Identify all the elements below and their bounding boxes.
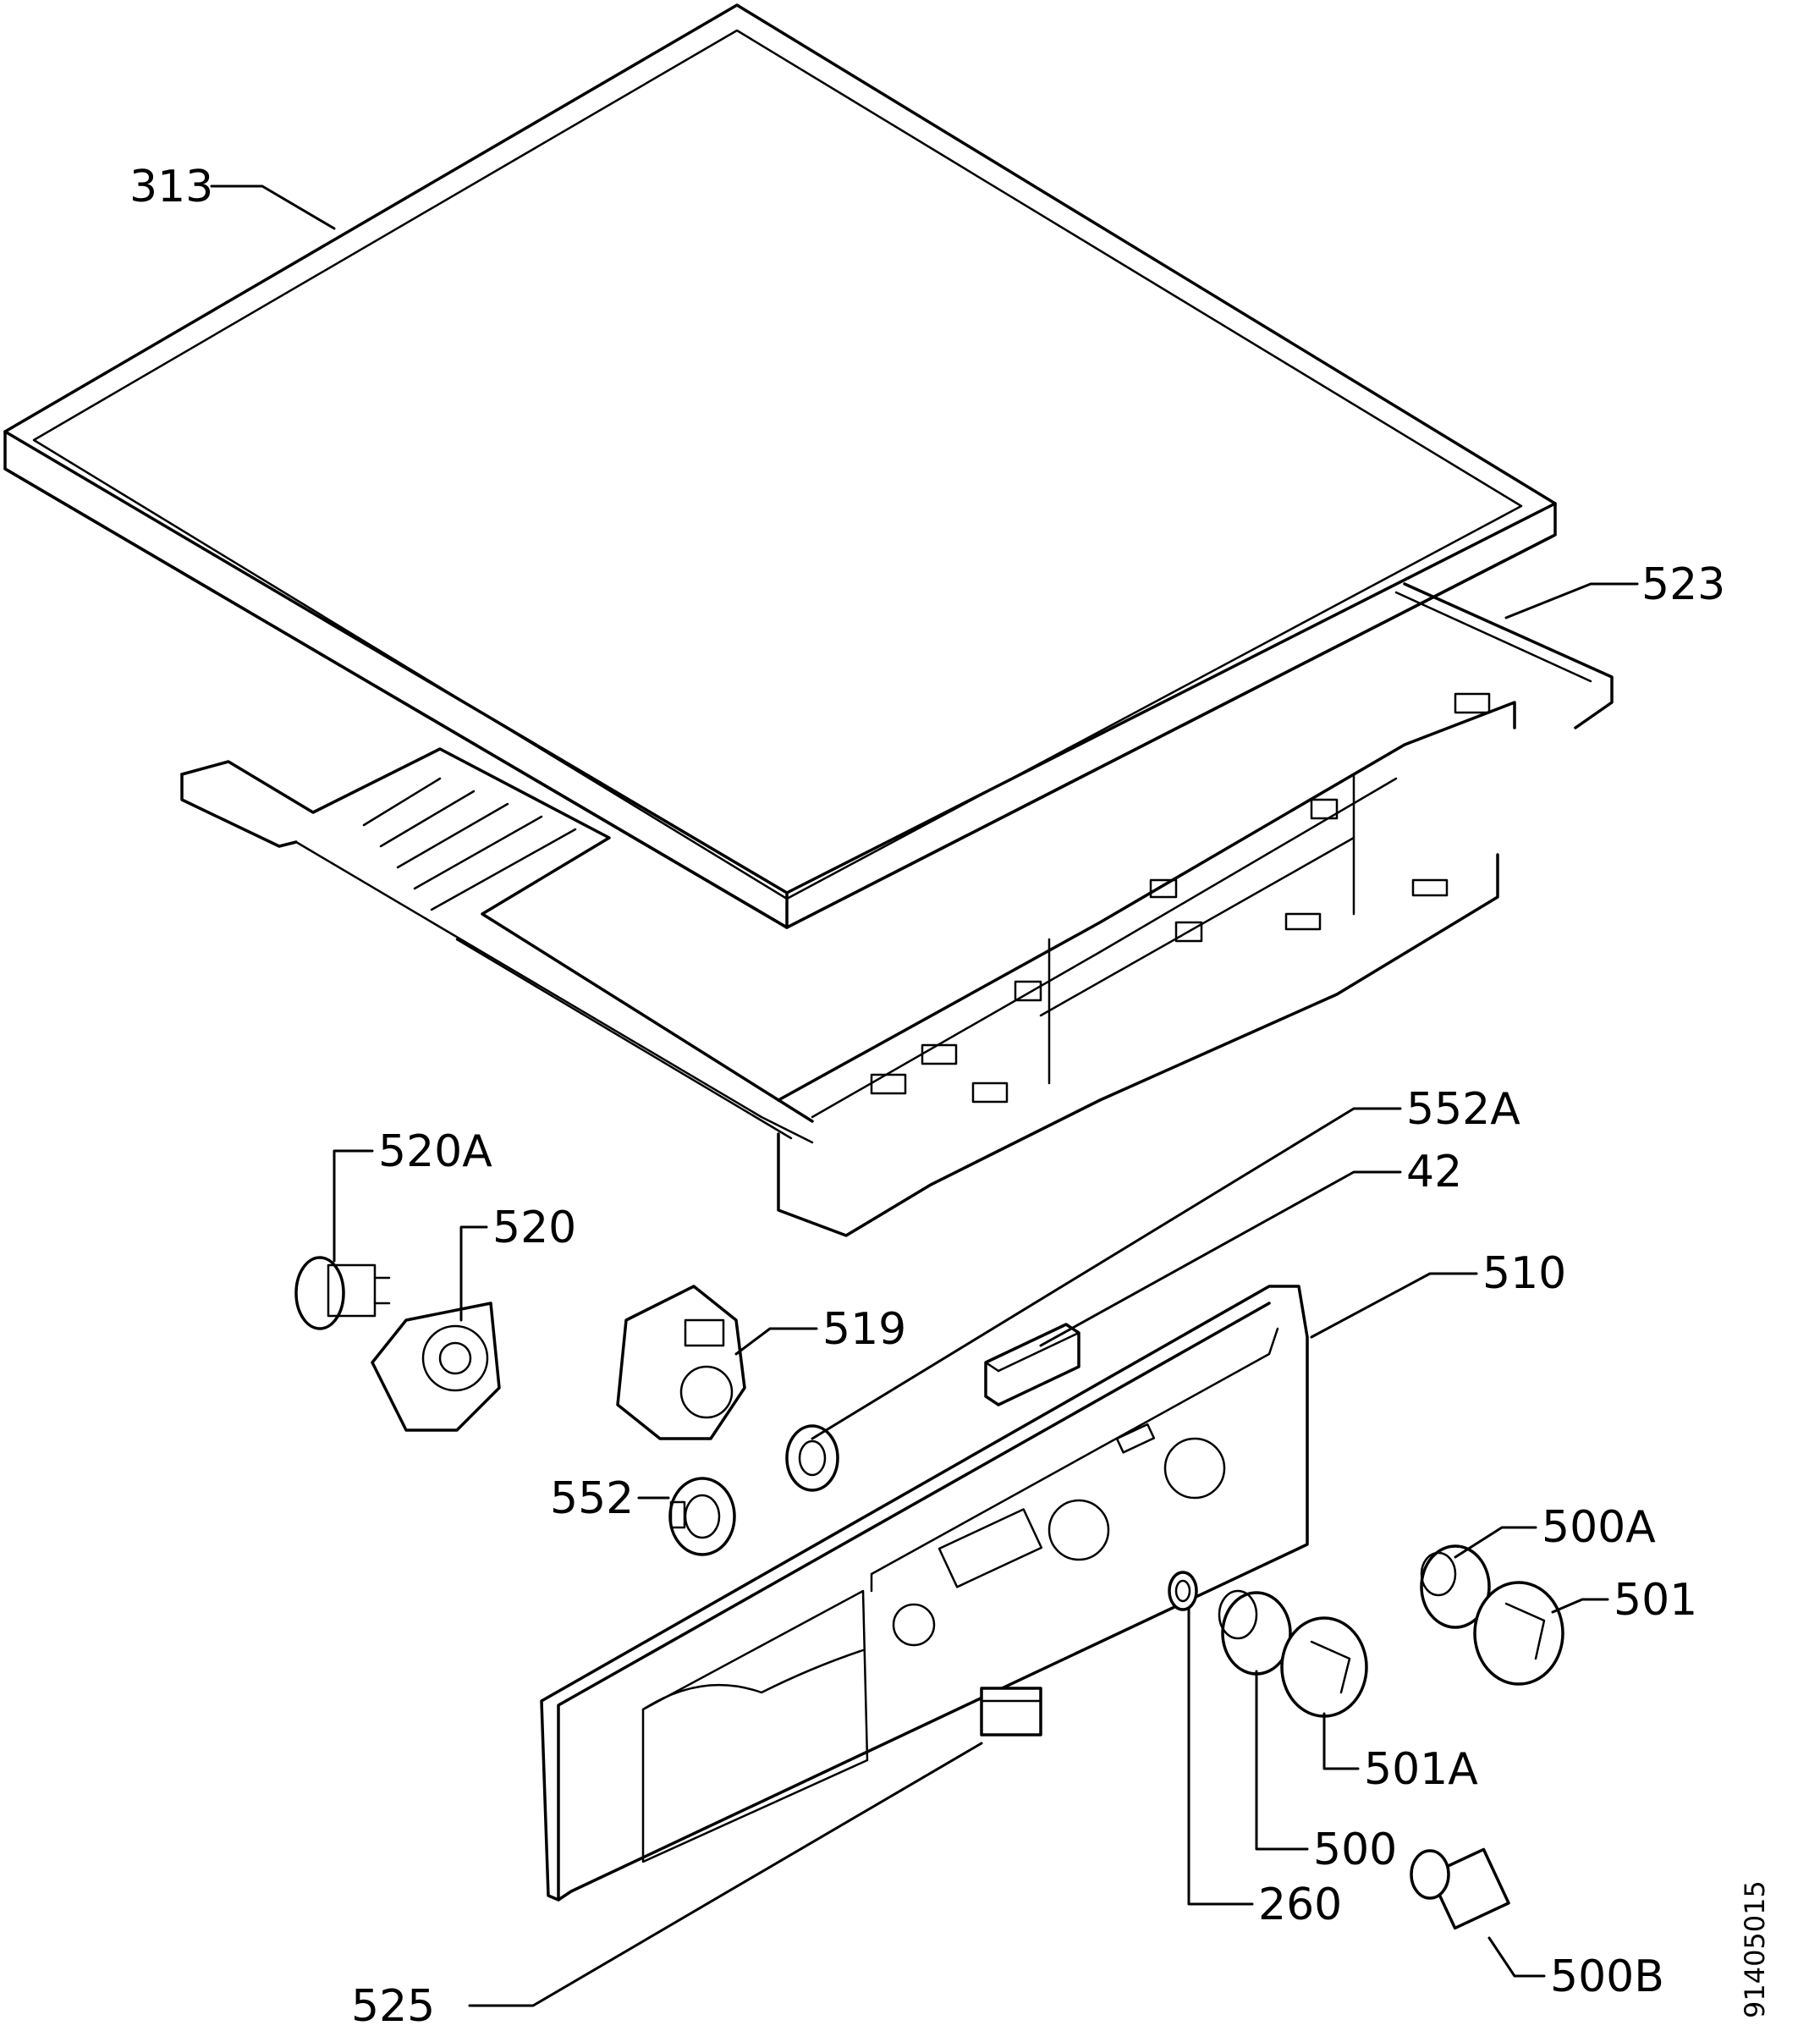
label-523: 523 bbox=[1641, 559, 1725, 610]
knob-insert bbox=[1410, 1847, 1510, 1930]
button-ring bbox=[785, 1424, 839, 1492]
part-labels: 313 523 552A 42 520A 520 510 519 552 500… bbox=[129, 162, 1771, 2031]
label-42: 42 bbox=[1406, 1147, 1462, 1197]
label-501: 501 bbox=[1614, 1575, 1697, 1626]
label-520a: 520A bbox=[378, 1126, 492, 1177]
knob-shaft bbox=[1218, 1589, 1292, 1676]
document-id: 91405015 bbox=[1739, 1880, 1771, 2018]
label-313: 313 bbox=[129, 162, 213, 212]
label-519: 519 bbox=[822, 1304, 906, 1355]
fascia-panel bbox=[540, 1285, 1309, 1902]
label-552: 552 bbox=[550, 1473, 634, 1524]
label-552a: 552A bbox=[1406, 1084, 1520, 1135]
switch bbox=[980, 1687, 1042, 1737]
spring bbox=[1168, 1571, 1198, 1611]
selector-mount bbox=[616, 1285, 746, 1440]
worktop-lid bbox=[3, 3, 1557, 929]
leader-lines bbox=[210, 184, 1639, 2007]
lamp-holder bbox=[294, 1256, 391, 1330]
button-holder bbox=[984, 1323, 1080, 1406]
knob-left bbox=[1280, 1616, 1368, 1718]
label-520: 520 bbox=[492, 1203, 576, 1253]
knob-shaft-right bbox=[1420, 1544, 1491, 1629]
label-500a: 500A bbox=[1542, 1502, 1656, 1553]
control-panel-frame bbox=[180, 582, 1614, 1237]
label-500: 500 bbox=[1313, 1825, 1397, 1875]
label-501a: 501A bbox=[1364, 1744, 1478, 1795]
lamp-socket bbox=[371, 1302, 501, 1432]
label-500b: 500B bbox=[1550, 1951, 1664, 2002]
knob-right bbox=[1473, 1581, 1564, 1686]
label-260: 260 bbox=[1258, 1880, 1342, 1930]
button-cap bbox=[668, 1477, 736, 1556]
label-525: 525 bbox=[351, 1981, 435, 2031]
label-510: 510 bbox=[1482, 1248, 1566, 1299]
